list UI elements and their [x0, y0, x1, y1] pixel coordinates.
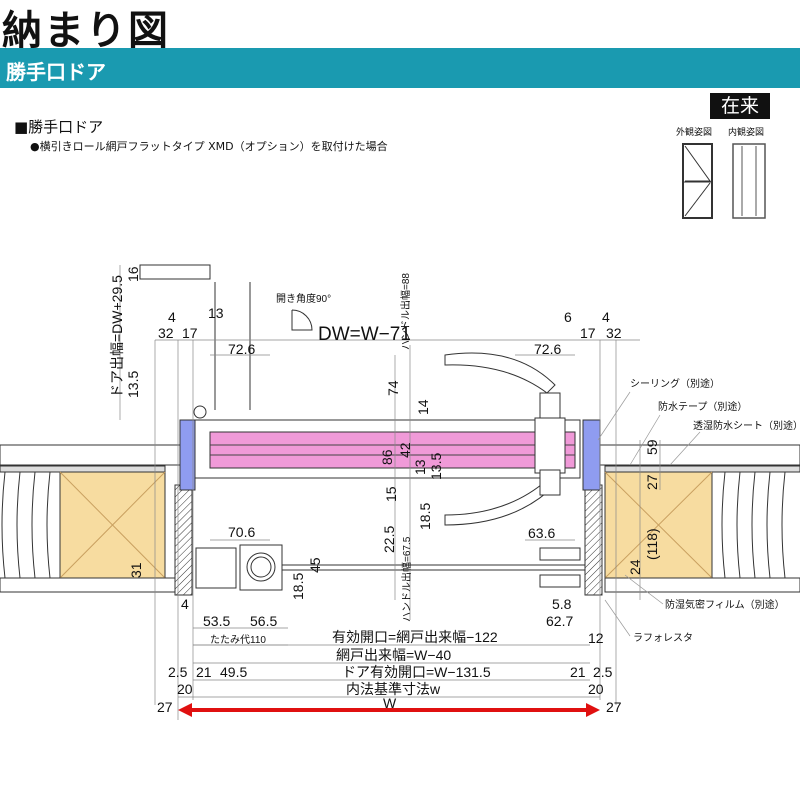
- dim-label: 12: [588, 630, 604, 646]
- dimension-lines: [119, 265, 661, 720]
- dim-label: 18.5: [417, 503, 433, 530]
- page-title: 納まり図: [2, 8, 170, 54]
- dim-label: 13.5: [428, 453, 444, 480]
- handle-projection-bottom-label: ハンドル出幅=67.5: [400, 536, 413, 622]
- dim-label: 13.5: [125, 371, 141, 398]
- dim-label: 13: [208, 305, 224, 321]
- dim-label: 5.8: [552, 596, 572, 612]
- dim-label: 2.5: [593, 664, 613, 680]
- section-heading: ■勝手口ドア: [14, 118, 104, 136]
- vapor-film-label: 防湿気密フィルム（別途）: [665, 598, 785, 611]
- waterproof-tape-label: 防水テープ（別途）: [658, 400, 747, 413]
- wall-left: [0, 444, 193, 596]
- dim-label: 24: [627, 559, 643, 575]
- wall-right: [584, 444, 800, 596]
- frame-right: [582, 419, 601, 491]
- dim-label: 27: [644, 474, 660, 490]
- dim-label: 4: [602, 309, 610, 325]
- dim-label: 21: [196, 664, 212, 680]
- dim-label: 16: [125, 266, 141, 282]
- dim-label: 4: [168, 309, 176, 325]
- laforesta-label: ラフォレスタ: [633, 632, 693, 644]
- dw-formula: DW=W−71: [318, 324, 411, 345]
- breathable-sheet-label: 透湿防水シート（別途）: [693, 419, 800, 432]
- overall-width-arrow: [178, 703, 600, 717]
- dim-label: 72.6: [534, 341, 561, 357]
- dim-label: 18.5: [290, 573, 306, 600]
- open-door-outline: [139, 264, 313, 419]
- construction-badge: 在来: [710, 93, 770, 119]
- dim-label: 59: [644, 439, 660, 455]
- interior-elevation-thumbnail: [732, 143, 766, 219]
- dim-label: 27: [606, 699, 622, 715]
- dim-label: 63.6: [528, 525, 555, 541]
- sealing-label: シーリング（別途）: [630, 377, 720, 390]
- dim-label: 14: [415, 399, 431, 415]
- screen-width-label: 網戸出来幅=W−40: [336, 647, 451, 663]
- dim-label: 13: [412, 459, 428, 475]
- door-effective-opening-label: ドア有効開口=W−131.5: [342, 664, 491, 680]
- dim-label: 53.5: [203, 613, 230, 629]
- dim-label: 72.6: [228, 341, 255, 357]
- door-projection-label: ドア出幅=DW+29.5: [109, 275, 125, 398]
- dim-label: 45: [307, 557, 323, 573]
- exterior-elevation-thumbnail: [682, 143, 713, 219]
- dim-label: 86: [379, 449, 395, 465]
- door-panel: [194, 419, 581, 479]
- dim-label: 4: [181, 596, 189, 612]
- dim-label: 42: [397, 442, 413, 458]
- overall-width-label: W: [383, 695, 397, 711]
- dim-label: 20: [177, 681, 193, 697]
- dim-label: 31: [128, 562, 144, 578]
- leader-lines: [597, 391, 701, 637]
- dim-label: 6: [564, 309, 572, 325]
- section-banner: 勝手口ドア: [0, 48, 800, 88]
- annotation-labels: 16 ドア出幅=DW+29.5 13.5 4 32 17 13 72.6 開き角…: [109, 266, 800, 715]
- effective-opening-label: 有効開口=網戸出来幅−122: [332, 629, 498, 645]
- dim-label: 70.6: [228, 524, 255, 540]
- dim-label: 17: [580, 325, 596, 341]
- dim-label: 49.5: [220, 664, 247, 680]
- dim-label: 27: [157, 699, 173, 715]
- fold-allowance-label: たたみ代110: [210, 634, 266, 646]
- screen-cassette: [195, 544, 585, 591]
- banner-label: 勝手口ドア: [6, 60, 106, 84]
- dim-label: 21: [570, 664, 586, 680]
- dim-label: 62.7: [546, 613, 573, 629]
- dim-label: 20: [588, 681, 604, 697]
- open-angle-label: 開き角度90°: [276, 292, 331, 305]
- dim-label: 17: [182, 325, 198, 341]
- inner-dimension-label: 内法基準寸法w: [346, 681, 441, 697]
- door-handle: [444, 352, 566, 526]
- dim-label: 56.5: [250, 613, 277, 629]
- exterior-view-label: 外観姿図: [676, 128, 713, 138]
- interior-view-label: 内観姿図: [728, 128, 765, 138]
- dim-label: 74: [385, 380, 401, 396]
- section-note: ●横引きロール網戸フラットタイプ XMD（オプション）を取付けた場合: [30, 140, 388, 153]
- dim-label: 2.5: [168, 664, 188, 680]
- dim-label: 32: [606, 325, 622, 341]
- dim-label: 22.5: [381, 526, 397, 553]
- dim-label: 15: [383, 486, 399, 502]
- handle-projection-top-label: ハンドル出幅=88: [399, 273, 412, 350]
- dim-label: (118): [644, 528, 660, 560]
- dim-label: 32: [158, 325, 174, 341]
